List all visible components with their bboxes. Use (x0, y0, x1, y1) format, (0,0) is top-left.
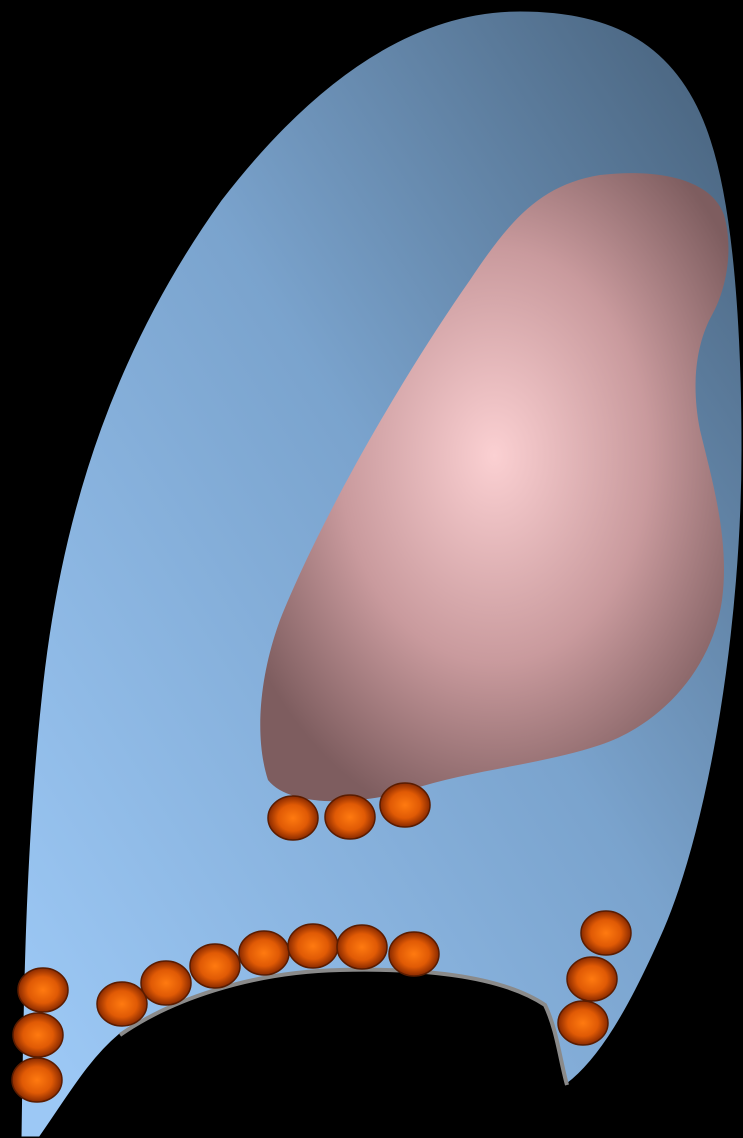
lymph-node (558, 1001, 608, 1045)
lymph-node (97, 982, 147, 1026)
lymph-node (141, 961, 191, 1005)
lymph-node (190, 944, 240, 988)
lymph-node (239, 931, 289, 975)
lymph-node (337, 925, 387, 969)
lymph-node (288, 924, 338, 968)
lymph-node (380, 783, 430, 827)
lymph-node (12, 1058, 62, 1102)
lymph-node (325, 795, 375, 839)
lymph-node (268, 796, 318, 840)
lymph-node (18, 968, 68, 1012)
lymph-node (389, 932, 439, 976)
lymph-node (581, 911, 631, 955)
lymph-node (13, 1013, 63, 1057)
lymph-node (567, 957, 617, 1001)
